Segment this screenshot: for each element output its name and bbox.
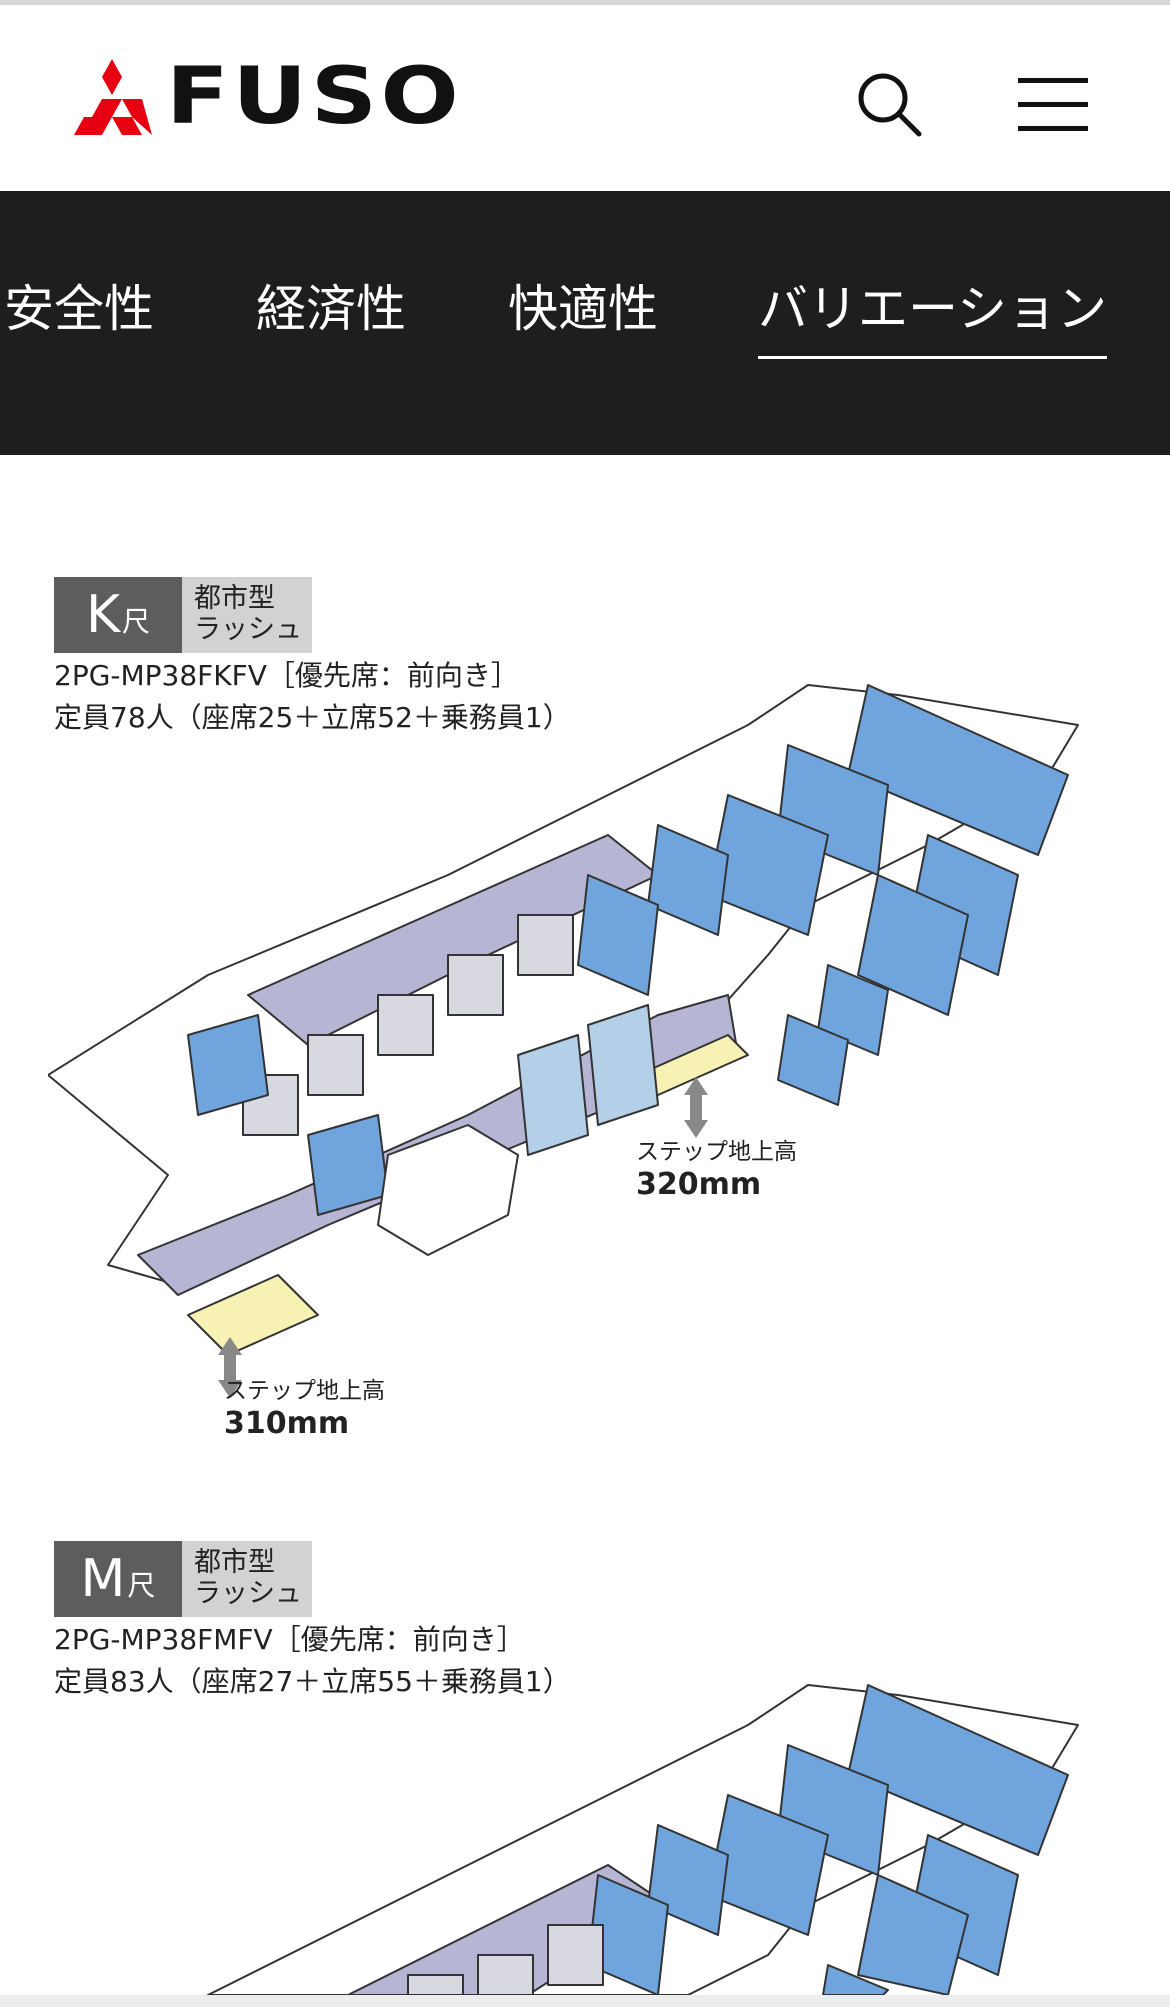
seat-layout-diagram [48, 684, 1079, 1398]
mitsubishi-diamonds-icon [74, 59, 152, 135]
capacity: 定員78人（座席25＋立席52＋乗務員1） [54, 701, 571, 734]
tab-economy[interactable]: 経済性 [256, 280, 406, 338]
tab-comfort[interactable]: 快適性 [508, 280, 658, 338]
site-header: FUSO [0, 5, 1170, 191]
step-height-value: 320mm [636, 1167, 762, 1202]
seat-layout-diagram [207, 1684, 1079, 1995]
bottom-bar [0, 1995, 1170, 2007]
search-button[interactable] [850, 65, 930, 145]
fuso-logo[interactable]: FUSO [72, 57, 459, 137]
feature-tabs: 安全性 経済性 快適性 バリエーション [0, 191, 1170, 455]
menu-button[interactable] [1010, 65, 1096, 145]
tab-variation[interactable]: バリエーション [758, 280, 1107, 359]
step-height-label: ステップ地上高 [636, 1139, 797, 1165]
search-icon [858, 73, 922, 137]
model-number: 2PG-MP38FKFV［優先席：前向き］ [54, 659, 519, 692]
hamburger-menu-icon [1018, 78, 1088, 131]
brand-name: FUSO [166, 52, 463, 142]
capacity: 定員83人（座席27＋立席55＋乗務員1） [54, 1665, 571, 1698]
variant-type: 都市型 ラッシュ [182, 577, 312, 653]
variant-type: 都市型 ラッシュ [182, 1541, 312, 1617]
top-divider [0, 0, 1170, 5]
step-height-label: ステップ地上高 [224, 1378, 385, 1404]
model-number: 2PG-MP38FMFV［優先席：前向き］ [54, 1623, 525, 1656]
step-height-value: 310mm [224, 1406, 350, 1441]
tab-safety[interactable]: 安全性 [4, 280, 154, 338]
